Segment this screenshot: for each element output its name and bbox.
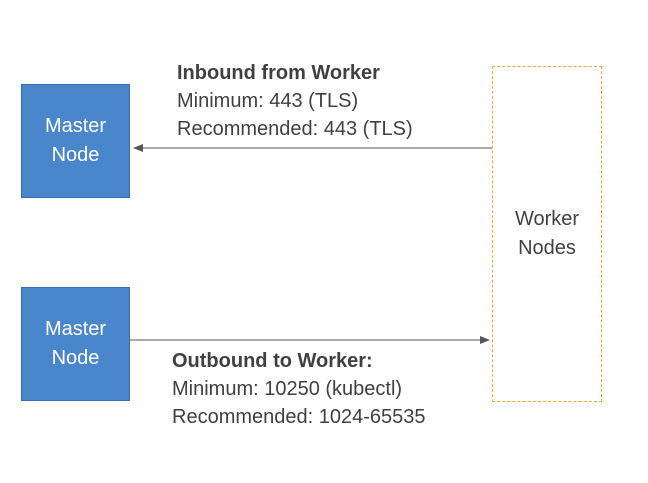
outbound-title: Outbound to Worker: xyxy=(172,350,373,372)
master-node-top-line2: Node xyxy=(51,144,100,166)
worker-nodes-line2: Nodes xyxy=(518,237,576,259)
outbound-label: Outbound to Worker: Minimum: 10250 (kube… xyxy=(172,347,426,431)
inbound-title: Inbound from Worker xyxy=(177,62,380,84)
outbound-minimum: Minimum: 10250 (kubectl) xyxy=(172,378,403,400)
outbound-recommended: Recommended: 1024-65535 xyxy=(172,406,426,428)
worker-nodes-box: Worker Nodes xyxy=(492,66,602,402)
master-node-bottom: Master Node xyxy=(21,287,130,401)
inbound-recommended: Recommended: 443 (TLS) xyxy=(177,118,413,140)
master-node-bottom-line2: Node xyxy=(51,347,100,369)
master-node-bottom-line1: Master xyxy=(44,318,107,340)
inbound-minimum: Minimum: 443 (TLS) xyxy=(177,90,359,112)
inbound-label: Inbound from Worker Minimum: 443 (TLS) R… xyxy=(177,59,413,143)
worker-nodes-line1: Worker xyxy=(514,208,580,230)
master-node-top-line1: Master xyxy=(44,115,107,137)
master-node-top: Master Node xyxy=(21,84,130,198)
